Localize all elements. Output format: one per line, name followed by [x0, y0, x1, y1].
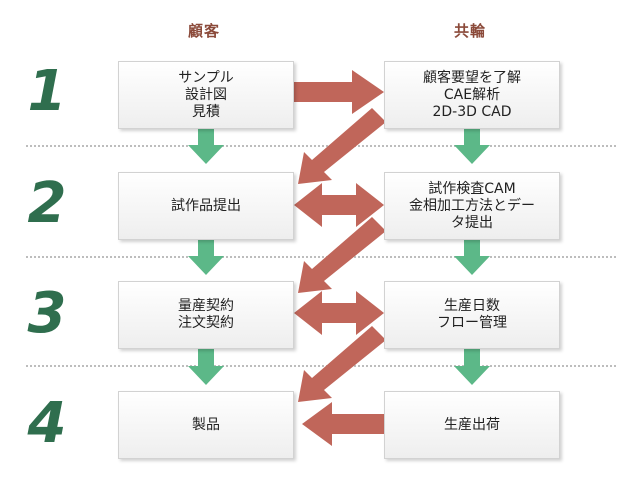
box-line: 製品 — [192, 416, 220, 433]
box-line: 量産契約 — [178, 298, 234, 314]
double-arrow-row-3 — [294, 291, 384, 335]
step-number-2: 2 — [27, 171, 67, 236]
customer-down-arrow-3 — [188, 348, 224, 385]
box-line: 試作品提出 — [171, 197, 241, 214]
box-line: 生産出荷 — [444, 416, 500, 433]
box-line: フロー管理 — [437, 315, 507, 331]
supplier-box-production-shipment: 生産出荷 — [384, 391, 560, 459]
box-line: 生産日数 — [444, 298, 500, 314]
diagonal-arrow-3 — [298, 326, 386, 402]
box-line: CAE解析 — [443, 86, 501, 103]
supplier-box-production-schedule: 生産日数 フロー管理 — [384, 281, 560, 349]
box-line: サンプル — [178, 69, 234, 86]
customer-box-prototype-submission: 試作品提出 — [118, 172, 294, 240]
double-arrow-row-2 — [294, 183, 384, 227]
right-arrow-row-1 — [294, 70, 384, 114]
row-divider-1 — [26, 145, 616, 147]
box-line: 試作検査CAM — [428, 180, 516, 197]
box-line: 金相加工方法とデー — [409, 197, 535, 214]
customer-box-product: 製品 — [118, 391, 294, 459]
step-number-1: 1 — [27, 59, 67, 124]
box-line: タ提出 — [451, 214, 493, 231]
left-arrow-row-4 — [302, 402, 384, 446]
row-divider-3 — [26, 365, 616, 367]
step-number-3: 3 — [27, 281, 67, 346]
supplier-column-header: 共輪 — [453, 22, 486, 40]
box-line: 設計図 — [185, 86, 227, 103]
customer-box-sample-design-quote: サンプル 設計図 見積 — [118, 61, 294, 129]
row-divider-2 — [26, 256, 616, 258]
diagonal-arrow-2 — [298, 217, 386, 293]
customer-down-arrow-1 — [188, 128, 224, 164]
step-number-4: 4 — [27, 391, 67, 456]
supplier-box-requirements-cae-cad: 顧客要望を了解 CAE解析 2D-3D CAD — [384, 61, 560, 129]
box-line: 顧客要望を了解 — [423, 69, 521, 86]
customer-box-contracts: 量産契約 注文契約 — [118, 281, 294, 349]
box-line: 見積 — [192, 103, 220, 120]
box-line: 2D-3D CAD — [432, 103, 512, 120]
customer-down-arrow-2 — [188, 238, 224, 275]
supplier-down-arrow-2 — [454, 238, 490, 275]
supplier-box-prototype-inspection: 試作検査CAM 金相加工方法とデー タ提出 — [384, 172, 560, 240]
supplier-down-arrow-1 — [454, 128, 490, 164]
box-line: 注文契約 — [178, 315, 234, 331]
diagonal-arrow-1 — [298, 108, 386, 184]
supplier-down-arrow-3 — [454, 348, 490, 385]
customer-column-header: 顧客 — [187, 22, 220, 40]
